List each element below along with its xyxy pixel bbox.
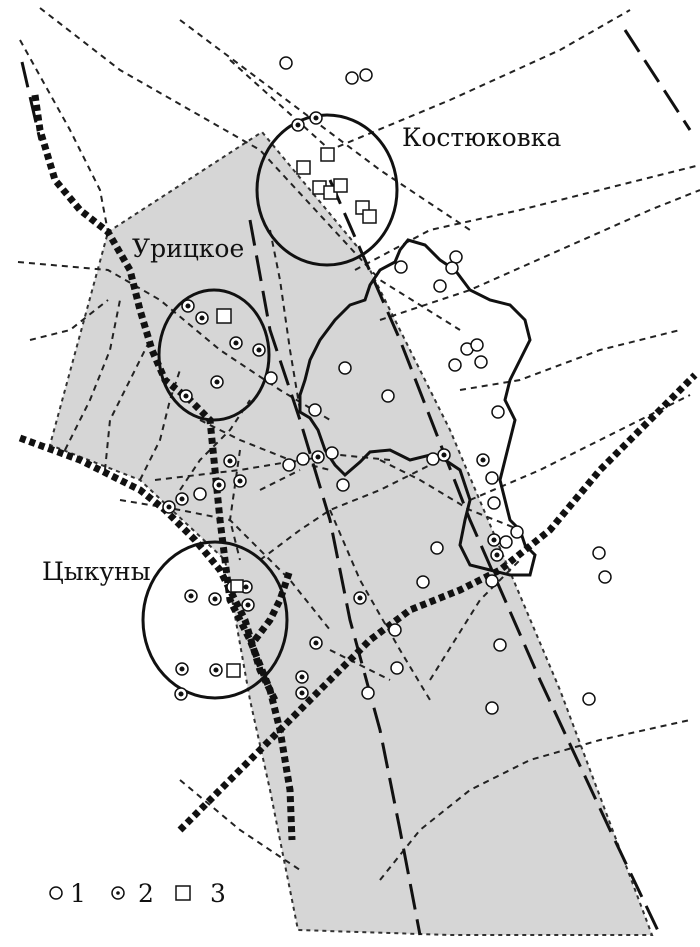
open-circle-icon <box>193 487 207 501</box>
square-icon <box>226 663 241 678</box>
square-icon <box>230 579 244 593</box>
open-circle-icon <box>394 260 408 274</box>
road-network <box>17 7 700 881</box>
dotted-circle-icon <box>174 687 188 701</box>
open-circle-icon <box>487 496 501 510</box>
open-circle-icon <box>345 71 359 85</box>
square-icon <box>296 160 311 175</box>
open-circle-icon <box>510 525 524 539</box>
open-circle-icon <box>388 623 402 637</box>
dotted-circle-icon <box>181 299 195 313</box>
open-circle-icon <box>338 361 352 375</box>
open-circle-icon <box>296 452 310 466</box>
open-circle-icon <box>264 371 278 385</box>
dotted-circle-icon <box>241 598 255 612</box>
open-circle-icon <box>416 575 430 589</box>
dotted-circle-icon <box>252 343 266 357</box>
dotted-circle-icon <box>162 500 176 514</box>
place-label-uritskoe: Урицкое <box>132 234 244 263</box>
dotted-circle-icon <box>291 118 305 132</box>
dotted-circle-icon <box>223 454 237 468</box>
open-circle-icon <box>448 358 462 372</box>
legend-open-circle-icon <box>49 886 63 900</box>
open-circle-icon <box>279 56 293 70</box>
dotted-circle-icon <box>184 589 198 603</box>
dotted-circle-icon <box>311 450 325 464</box>
open-circle-icon <box>592 546 606 560</box>
open-circle-icon <box>582 692 596 706</box>
open-circle-icon <box>426 452 440 466</box>
open-circle-icon <box>336 478 350 492</box>
settlement-ellipses <box>141 113 399 700</box>
open-circle-icon <box>433 279 447 293</box>
square-icon <box>333 178 348 193</box>
dotted-circle-icon <box>295 686 309 700</box>
dotted-circle-icon <box>195 311 209 325</box>
open-circle-icon <box>485 701 499 715</box>
dotted-circle-icon <box>309 636 323 650</box>
dotted-circle-icon <box>487 533 501 547</box>
open-circle-icon <box>493 638 507 652</box>
open-circle-icon <box>282 458 296 472</box>
open-circle-icon <box>359 68 373 82</box>
open-circle-icon <box>430 541 444 555</box>
dotted-circle-icon <box>353 591 367 605</box>
ellipse-uritskoe <box>157 288 271 422</box>
open-circle-icon <box>474 355 488 369</box>
dotted-circle-icon <box>208 592 222 606</box>
legend: 1 2 3 <box>49 879 226 908</box>
dotted-circle-icon <box>490 548 504 562</box>
dotted-circle-icon <box>175 662 189 676</box>
open-circle-icon <box>325 446 339 460</box>
dotted-circle-icon <box>210 375 224 389</box>
place-label-tsykuny: Цыкуны <box>42 557 151 586</box>
place-label-kostyukovka: Костюковка <box>402 123 561 152</box>
dotted-circle-icon <box>229 336 243 350</box>
open-circle-icon <box>381 389 395 403</box>
open-circle-icon <box>449 250 463 264</box>
ellipse-tsykuny <box>141 540 289 700</box>
legend-label-1: 1 <box>70 879 86 908</box>
dotted-circle-icon <box>233 474 247 488</box>
dotted-circle-icon <box>437 448 451 462</box>
long-dash-lines <box>20 29 692 936</box>
open-circle-icon <box>485 471 499 485</box>
dotted-circle-icon <box>175 492 189 506</box>
dotted-circle-icon <box>209 663 223 677</box>
open-circle-icon <box>308 403 322 417</box>
territory-outline <box>298 238 537 577</box>
dotted-circle-icon <box>309 111 323 125</box>
square-icon <box>216 308 232 324</box>
square-icon <box>320 147 335 162</box>
dotted-circle-icon <box>179 389 193 403</box>
thick-boundaries <box>18 94 698 841</box>
open-circle-icon <box>361 686 375 700</box>
open-circle-icon-group <box>193 56 612 715</box>
open-circle-icon <box>445 261 459 275</box>
open-circle-icon <box>485 574 499 588</box>
open-circle-icon <box>390 661 404 675</box>
square-icon-group <box>216 147 377 678</box>
open-circle-icon <box>491 405 505 419</box>
open-circle-icon <box>470 338 484 352</box>
ellipse-kostyukovka <box>255 113 399 267</box>
dotted-circle-icon <box>212 478 226 492</box>
legend-dotted-circle-icon <box>111 886 125 900</box>
open-circle-icon <box>598 570 612 584</box>
open-circle-icon <box>499 535 513 549</box>
dotted-circle-icon <box>476 453 490 467</box>
legend-label-3: 3 <box>210 879 226 908</box>
legend-square-icon <box>175 885 191 901</box>
legend-label-2: 2 <box>138 879 154 908</box>
dotted-circle-icon <box>295 670 309 684</box>
square-icon <box>362 209 377 224</box>
